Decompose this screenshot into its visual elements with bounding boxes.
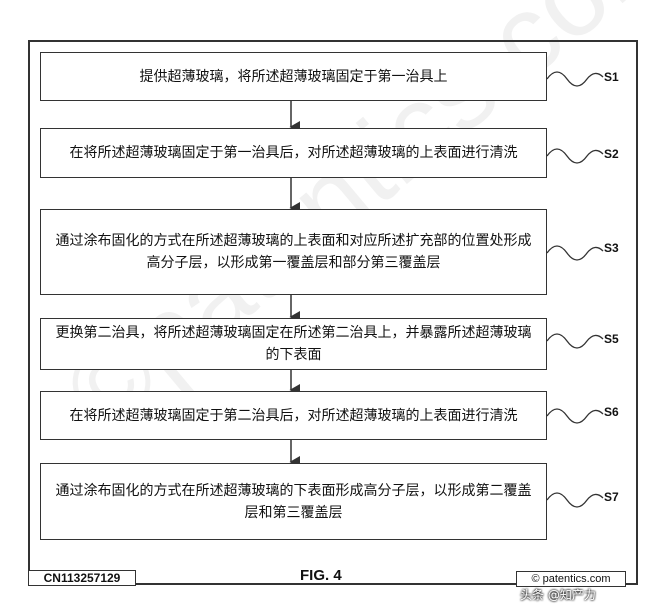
squiggle-s3	[546, 245, 604, 261]
step-s2-text: 在将所述超薄玻璃固定于第一治具后，对所述超薄玻璃的上表面进行清洗	[69, 145, 518, 161]
step-s1-text: 提供超薄玻璃，将所述超薄玻璃固定于第一治具上	[139, 68, 448, 85]
step-s2-box: 在将所述超薄玻璃固定于第一治具后，对所述超薄玻璃的上表面进行清洗	[40, 128, 547, 178]
step-s7-text: 通过涂布固化的方式在所述超薄玻璃的下表面形成高分子层，以形成第二覆盖层和第三覆盖…	[55, 482, 532, 521]
squiggle-s5	[546, 333, 604, 349]
step-s3-label: S3	[604, 241, 619, 255]
step-s1-box: 提供超薄玻璃，将所述超薄玻璃固定于第一治具上	[40, 52, 547, 101]
site-credit: © patentics.com	[516, 571, 626, 587]
figure-caption: FIG. 4	[300, 567, 342, 584]
step-s5-box: 更换第二治具，将所述超薄玻璃固定在所述第二治具上，并暴露所述超薄玻璃的下表面	[40, 318, 547, 370]
squiggle-s7	[546, 492, 604, 508]
step-s3-box: 通过涂布固化的方式在所述超薄玻璃的上表面和对应所述扩充部的位置处形成高分子层，以…	[40, 209, 547, 295]
squiggle-s2	[546, 148, 604, 164]
step-s5-text: 更换第二治具，将所述超薄玻璃固定在所述第二治具上，并暴露所述超薄玻璃的下表面	[55, 325, 532, 363]
step-s3-text: 通过涂布固化的方式在所述超薄玻璃的上表面和对应所述扩充部的位置处形成高分子层，以…	[55, 233, 532, 271]
step-s1-label: S1	[604, 70, 619, 84]
step-s2-label: S2	[604, 147, 619, 161]
step-s6-text: 在将所述超薄玻璃固定于第二治具后，对所述超薄玻璃的上表面进行清洗	[69, 407, 518, 424]
step-s6-box: 在将所述超薄玻璃固定于第二治具后，对所述超薄玻璃的上表面进行清洗	[40, 391, 547, 440]
source-badge: 头条 @知产力	[520, 588, 596, 602]
squiggle-s1	[546, 71, 604, 87]
diagram-frame	[28, 40, 638, 585]
step-s6-label: S6	[604, 405, 619, 419]
patent-id: CN113257129	[28, 570, 136, 586]
step-s7-label: S7	[604, 490, 619, 504]
step-s7-box: 通过涂布固化的方式在所述超薄玻璃的下表面形成高分子层，以形成第二覆盖层和第三覆盖…	[40, 463, 547, 540]
step-s5-label: S5	[604, 332, 619, 346]
squiggle-s6	[546, 408, 604, 424]
